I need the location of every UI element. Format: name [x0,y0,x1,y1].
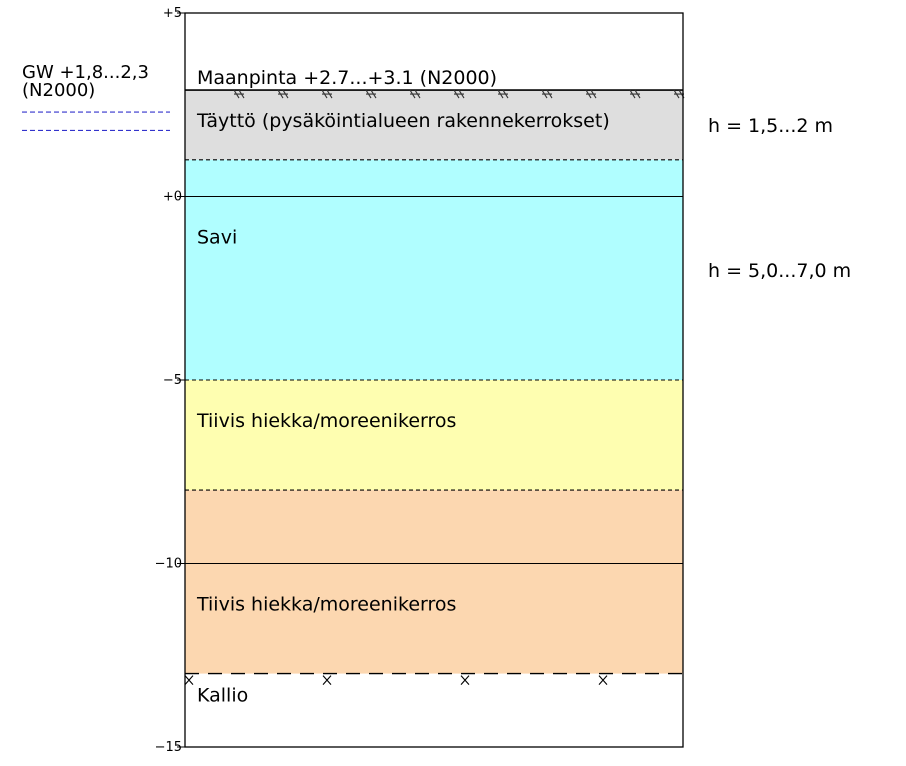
layer-fill-1 [185,159,683,197]
layer-label-2: Savi [197,227,237,249]
profile-frame [184,12,684,748]
ground-marker [585,89,597,99]
bedrock-marker-3 [598,675,608,685]
ground-marker [409,89,421,99]
ground-markers [184,89,685,685]
ground-marker [497,89,509,99]
ground-marker [277,89,289,99]
layer-boundaries [22,89,683,675]
layer-label-3: Tiivis hiekka/moreenikerros [196,410,456,432]
layer-fill-5 [185,563,683,674]
tick-label-4: −15 [155,740,182,755]
ground-marker [233,89,245,99]
groundwater-datum-label: (N2000) [22,80,95,101]
thickness-label-0: h = 1,5...2 m [708,115,833,137]
tick-label-1: +0 [163,190,182,205]
bedrock-label: Kallio [197,685,248,707]
bedrock-marker-1 [322,675,332,685]
tick-label-3: −10 [155,557,182,572]
layer-labels: Täyttö (pysäköintialueen rakennekerrokse… [196,110,851,615]
elevation-scale: +5 +0 −5 −10 −15 [155,6,185,755]
ground-level-label: Maanpinta +2.7...+3.1 (N2000) [197,67,497,89]
layer-fill-2 [185,196,683,380]
tick-label-0: +5 [163,6,182,21]
ground-marker [321,89,333,99]
ground-marker [453,89,465,99]
layer-fill-3 [185,380,683,491]
tick-label-2: −5 [163,373,182,388]
soil-layers [185,90,683,674]
ground-marker [365,89,377,99]
bedrock-marker-0 [184,675,194,685]
ground-marker [629,89,641,99]
thickness-label-1: h = 5,0...7,0 m [708,260,851,282]
ground-marker [541,89,553,99]
layer-label-0: Täyttö (pysäköintialueen rakennekerrokse… [196,110,610,132]
groundwater-label: GW +1,8...2,3 [22,62,149,83]
layer-fill-4 [185,490,683,564]
layer-label-5: Tiivis hiekka/moreenikerros [196,594,456,616]
layer-fill-0 [185,90,683,160]
bedrock-marker-2 [460,675,470,685]
